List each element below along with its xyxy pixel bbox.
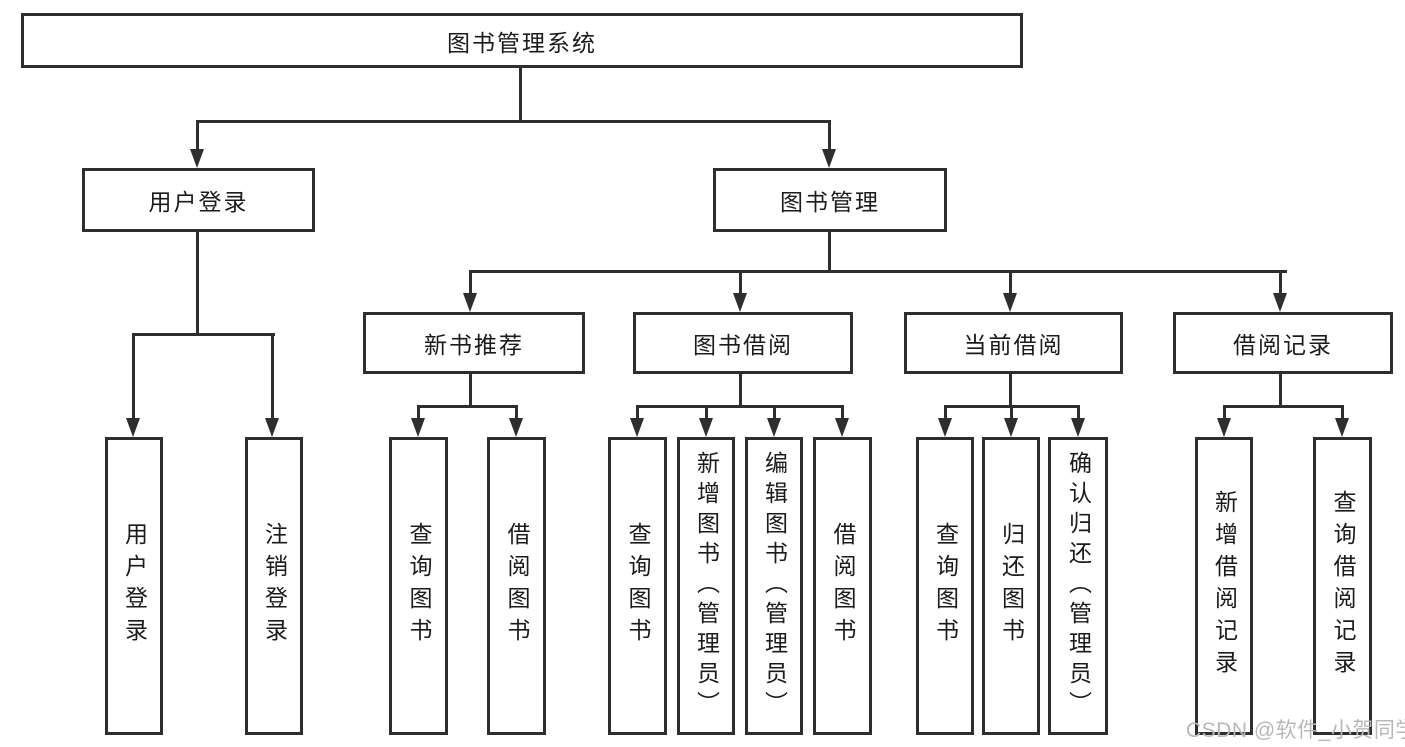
leaf-borrow-books-2: 借阅图书: [813, 437, 872, 735]
node-book-management: 图书管理: [713, 168, 947, 232]
leaf-query-books-2: 查询图书: [608, 437, 667, 735]
connector-line: [132, 333, 135, 419]
leaf-query-borrow-record: 查询借阅记录: [1313, 437, 1372, 735]
leaf-query-books-1: 查询图书: [389, 437, 448, 735]
connector-line: [828, 232, 831, 273]
arrowhead-down-icon: [835, 418, 849, 437]
leaf-add-borrow-record: 新增借阅记录: [1195, 437, 1253, 735]
arrowhead-down-icon: [126, 418, 140, 437]
connector-line: [417, 405, 420, 419]
node-current-borrowing-label: 当前借阅: [963, 332, 1064, 358]
connector-line: [196, 232, 199, 336]
connector-line: [1279, 373, 1282, 407]
node-book-management-label: 图书管理: [780, 189, 880, 215]
leaf-logout-label: 注销登录: [261, 522, 288, 650]
arrowhead-down-icon: [1004, 418, 1018, 437]
arrowhead-down-icon: [1273, 293, 1287, 312]
connector-line: [519, 67, 522, 122]
arrowhead-down-icon: [767, 418, 781, 437]
arrowhead-down-icon: [630, 418, 644, 437]
connector-line: [469, 270, 472, 294]
connector-line: [1009, 373, 1012, 407]
arrowhead-down-icon: [1335, 418, 1349, 437]
leaf-add-book-admin-label: 新增图书（管理员）: [693, 451, 720, 721]
leaf-borrow-books-1-label: 借阅图书: [504, 522, 530, 650]
connector-line: [739, 373, 742, 407]
leaf-query-books-3-label: 查询图书: [932, 522, 959, 650]
node-user-login-label: 用户登录: [148, 189, 249, 215]
leaf-query-books-1-label: 查询图书: [406, 522, 432, 650]
arrowhead-down-icon: [509, 418, 523, 437]
node-borrowing-records: 借阅记录: [1173, 312, 1393, 374]
leaf-user-login: 用户登录: [105, 437, 163, 735]
connector-line: [841, 405, 844, 419]
connector-line: [636, 405, 639, 419]
connector-line: [1010, 405, 1013, 419]
leaf-query-books-2-label: 查询图书: [625, 522, 651, 650]
leaf-confirm-return-admin-label: 确认归还（管理员）: [1065, 451, 1092, 721]
csdn-watermark: CSDN @软件_小贺同学: [1186, 719, 1405, 742]
connector-line: [133, 333, 275, 336]
node-library-system: 图书管理系统: [21, 13, 1023, 68]
arrowhead-down-icon: [1071, 418, 1085, 437]
connector-line: [197, 120, 831, 123]
leaf-borrow-books-2-label: 借阅图书: [830, 522, 856, 650]
arrowhead-down-icon: [1217, 418, 1231, 437]
connector-line: [636, 405, 844, 408]
connector-line: [739, 270, 742, 294]
connector-line: [1279, 270, 1282, 294]
arrowhead-down-icon: [463, 293, 477, 312]
node-book-borrowing-label: 图书借阅: [693, 332, 793, 358]
leaf-query-books-3: 查询图书: [916, 437, 974, 735]
connector-line: [944, 405, 947, 419]
arrowhead-down-icon: [411, 418, 425, 437]
leaf-return-book: 归还图书: [982, 437, 1040, 735]
connector-line: [196, 120, 199, 151]
node-current-borrowing: 当前借阅: [904, 312, 1123, 374]
node-new-book-recommend-label: 新书推荐: [424, 332, 524, 358]
arrowhead-down-icon: [265, 418, 279, 437]
leaf-borrow-books-1: 借阅图书: [487, 437, 546, 735]
connector-line: [417, 405, 518, 408]
node-library-system-label: 图书管理系统: [447, 29, 597, 56]
arrowhead-down-icon: [190, 149, 204, 168]
leaf-add-borrow-record-label: 新增借阅记录: [1211, 490, 1238, 682]
leaf-edit-book-admin-label: 编辑图书（管理员）: [761, 451, 788, 721]
connector-line: [1341, 405, 1344, 419]
connector-line: [705, 405, 708, 419]
leaf-edit-book-admin: 编辑图书（管理员）: [745, 437, 803, 735]
node-borrowing-records-label: 借阅记录: [1233, 332, 1333, 358]
node-user-login: 用户登录: [82, 168, 315, 232]
arrowhead-down-icon: [1003, 293, 1017, 312]
connector-line: [1009, 270, 1012, 294]
leaf-confirm-return-admin: 确认归还（管理员）: [1048, 437, 1108, 735]
node-new-book-recommend: 新书推荐: [363, 312, 585, 374]
leaf-query-borrow-record-label: 查询借阅记录: [1330, 490, 1356, 682]
connector-line: [271, 333, 274, 419]
connector-line: [1223, 405, 1226, 419]
connector-line: [1223, 405, 1344, 408]
connector-line: [469, 270, 1287, 273]
connector-line: [1077, 405, 1080, 419]
leaf-add-book-admin: 新增图书（管理员）: [677, 437, 735, 735]
arrowhead-down-icon: [733, 293, 747, 312]
leaf-logout: 注销登录: [245, 437, 303, 735]
connector-line: [515, 405, 518, 419]
node-book-borrowing: 图书借阅: [633, 312, 853, 374]
connector-line: [828, 120, 831, 151]
arrowhead-down-icon: [699, 418, 713, 437]
arrowhead-down-icon: [938, 418, 952, 437]
leaf-user-login-label: 用户登录: [121, 522, 148, 650]
connector-line: [469, 373, 472, 407]
connector-line: [773, 405, 776, 419]
leaf-return-book-label: 归还图书: [998, 522, 1025, 650]
arrowhead-down-icon: [822, 149, 836, 168]
